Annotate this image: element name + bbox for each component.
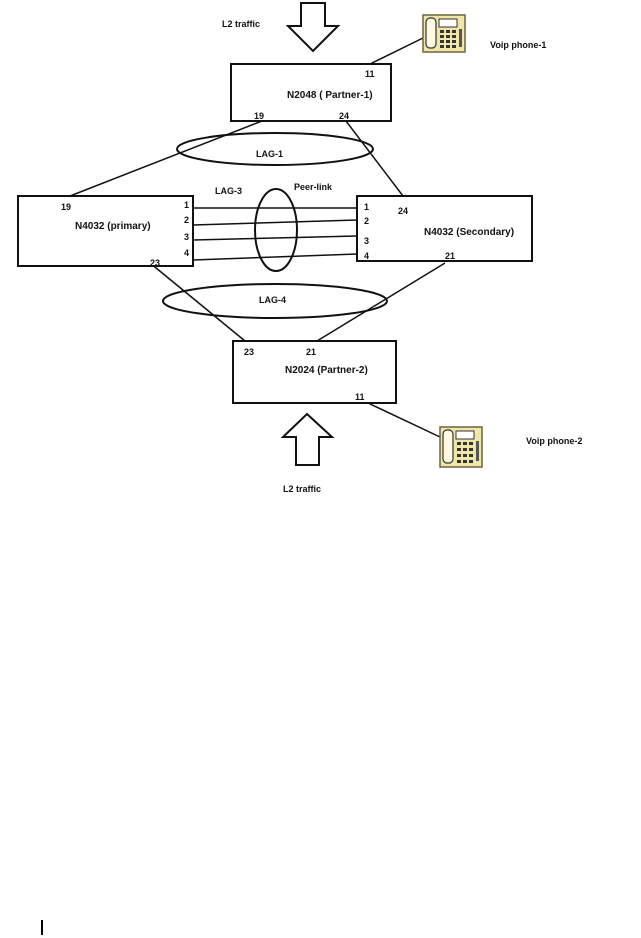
top-port-24: 24	[339, 111, 349, 121]
secondary-switch-label: N4032 (Secondary)	[424, 227, 514, 238]
lag1-label: LAG-1	[256, 149, 283, 159]
switch-n4032-secondary	[356, 195, 533, 262]
primary-port-4: 4	[184, 248, 189, 258]
bottom-traffic-arrow	[280, 412, 335, 466]
secondary-port-1: 1	[364, 202, 369, 212]
wire-primary23-bottom23	[149, 262, 246, 342]
top-port-11: 11	[365, 69, 375, 79]
bottom-traffic-label: L2 traffic	[283, 484, 321, 494]
lag4-ellipse	[162, 283, 388, 319]
lag1-ellipse	[176, 132, 374, 166]
top-traffic-arrow	[285, 2, 341, 53]
phone1-wire	[369, 37, 424, 65]
primary-port-3: 3	[184, 232, 189, 242]
wire-secondary21-bottom21	[316, 262, 446, 342]
wire-top24-secondary24	[345, 120, 404, 197]
peer-wire-2	[192, 219, 358, 226]
switch-n2024	[232, 340, 397, 404]
primary-port-2: 2	[184, 215, 189, 225]
wire-top19-primary19	[69, 120, 263, 197]
peer-wire-4	[192, 253, 358, 261]
bottom-port-11: 11	[355, 392, 365, 402]
peer-link-ellipse	[254, 188, 298, 272]
voip-phone-2-label: Voip phone-2	[526, 436, 582, 446]
secondary-port-4: 4	[364, 251, 369, 261]
bottom-switch-label: N2024 (Partner-2)	[285, 365, 368, 376]
wires	[69, 37, 446, 438]
secondary-port-24: 24	[398, 206, 408, 216]
primary-port-23: 23	[150, 258, 160, 268]
top-port-19: 19	[254, 111, 264, 121]
switch-n4032-primary	[17, 195, 194, 267]
primary-port-1: 1	[184, 200, 189, 210]
voip-phone-1-icon	[422, 14, 466, 53]
peer-wire-3	[192, 235, 358, 241]
primary-port-19: 19	[61, 202, 71, 212]
switch-n2048	[230, 63, 392, 122]
secondary-port-3: 3	[364, 236, 369, 246]
page-margin-mark	[41, 920, 43, 935]
secondary-port-2: 2	[364, 216, 369, 226]
phone2-wire	[367, 402, 441, 438]
bottom-port-21: 21	[306, 347, 316, 357]
voip-phone-2-icon	[439, 426, 483, 468]
top-traffic-label: L2 traffic	[222, 19, 260, 29]
primary-switch-label: N4032 (primary)	[75, 221, 151, 232]
voip-phone-1-label: Voip phone-1	[490, 40, 546, 50]
lag4-label: LAG-4	[259, 295, 286, 305]
lag3-label: LAG-3	[215, 186, 242, 196]
secondary-port-21: 21	[445, 251, 455, 261]
peer-link-label: Peer-link	[294, 182, 333, 192]
bottom-port-23: 23	[244, 347, 254, 357]
top-switch-label: N2048 ( Partner-1)	[287, 90, 373, 101]
